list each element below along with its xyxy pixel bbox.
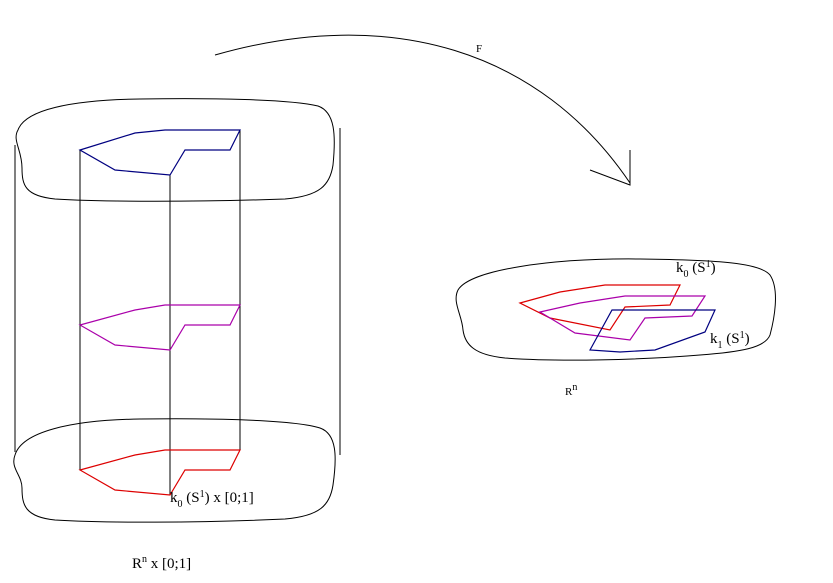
k0-label: k0 (S1) (676, 259, 716, 280)
knot-slice-middle (78, 304, 241, 351)
plane-knot-red (518, 284, 681, 331)
map-label: F (476, 43, 482, 55)
cylinder-top-disc (15, 98, 335, 202)
cylinder-bottom-disc (13, 418, 336, 523)
plane-disc (455, 258, 776, 361)
map-arrow-head (589, 150, 631, 186)
plane-knot-blue (589, 309, 716, 353)
knot-slice-bottom (78, 449, 241, 496)
plane-label: Rn (565, 382, 577, 398)
k1-label: k1 (S1) (710, 330, 750, 351)
knot-slice-top (78, 129, 241, 176)
cylinder-knot-label: k0 (S1) x [0;1] (170, 489, 254, 510)
cylinder-base-label: Rn x [0;1] (132, 554, 191, 572)
plane-knot-purple (538, 295, 707, 341)
map-arrow-curve (214, 34, 631, 184)
